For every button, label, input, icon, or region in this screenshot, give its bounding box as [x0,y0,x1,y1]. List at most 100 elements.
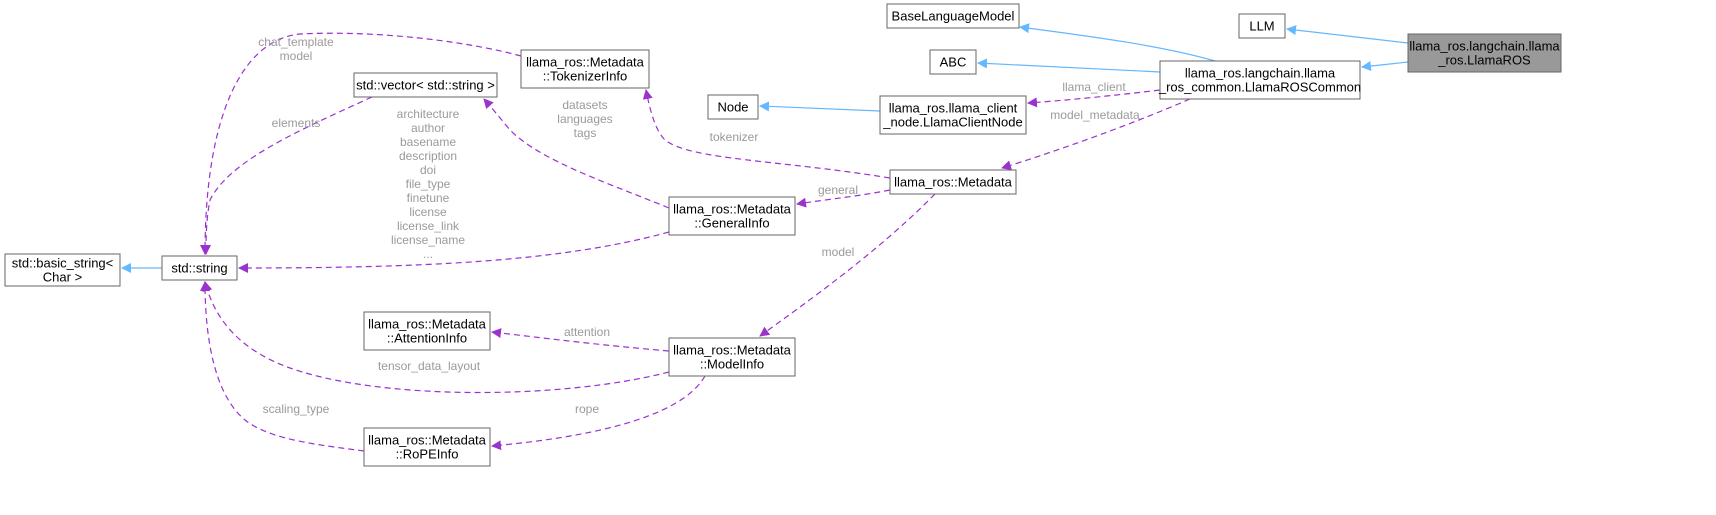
class-node-basicstring[interactable]: std::basic_string<Char > [4,253,121,287]
edge-label-line: model [280,49,313,63]
usage-edge-metadata-to-tokenizerinfo [642,89,891,179]
edge-label-ropeinfo-to-string: scaling_type [263,402,330,416]
class-node-tokenizerinfo[interactable]: llama_ros::Metadata::TokenizerInfo [520,49,650,89]
class-node-label: std::basic_string< [12,256,114,271]
class-node-label: ::RoPEInfo [396,447,459,462]
inheritance-edge-llamaros-to-llamaroscommon [1361,61,1409,71]
edge-label-modelinfo-to-attentioninfo: attention [564,325,610,339]
class-node-label: ::ModelInfo [700,357,764,372]
edge-label-line: tokenizer [710,130,759,144]
class-node-box [520,49,650,89]
edge-label-llamaroscommon-to-metadata: model_metadata [1050,108,1140,122]
class-node-box [707,94,759,120]
class-node-box [1238,13,1286,39]
class-node-label: std::vector< std::string > [356,78,495,93]
class-node-label: llama_ros::Metadata [894,175,1013,190]
inheritance-edge-llamaros-to-llm [1286,25,1409,44]
edge-label-metadata-to-tokenizerinfo: tokenizer [710,130,759,144]
edge-label-line: chat_template [258,35,334,49]
class-node-box [879,95,1027,135]
edge-label-line: llama_client [1062,80,1126,94]
edge-label-line: basename [400,135,456,149]
edge-label-line: general [818,183,858,197]
usage-edge-modelinfo-to-string [202,281,670,394]
inheritance-edge-llamaroscommon-to-abc [977,58,1161,73]
edge-label-line: scaling_type [263,402,330,416]
edge-labels-layer: llama_client model_metadata tokenizer gener… [258,35,1140,416]
class-node-metadata[interactable]: llama_ros::Metadata [889,169,1017,195]
edge-label-line: description [399,149,457,163]
class-node-box [363,311,491,351]
class-node-box [889,169,1017,195]
usage-edge-modelinfo-to-attentioninfo [491,328,670,352]
inheritance-edge-llamaclientnode-to-node [759,101,881,112]
class-node-modelinfo[interactable]: llama_ros::Metadata::ModelInfo [668,337,796,377]
class-node-llamaros[interactable]: llama_ros.langchain.llama_ros.LlamaROS [1407,33,1562,73]
edge-label-line: model [822,245,855,259]
edge-label-line: license [409,205,447,219]
edge-label-line: attention [564,325,610,339]
class-node-label: llama_ros::Metadata [526,55,645,70]
class-node-baselanguagemodel[interactable]: BaseLanguageModel [886,3,1020,29]
edge-label-metadata-to-modelinfo: model [822,245,855,259]
class-node-box [4,253,121,287]
edge-label-llamaroscommon-to-llamaclientnode: llama_client [1062,80,1126,94]
class-node-vector[interactable]: std::vector< std::string > [353,72,498,98]
class-node-label: Node [717,100,748,115]
nodes-layer: llama_ros.langchain.llama_ros.LlamaROSLL… [4,3,1562,467]
class-node-box [668,196,796,236]
edge-label-line: model_metadata [1050,108,1140,122]
class-node-label: llama_ros.langchain.llama [1409,39,1560,54]
edge-label-line: ... [423,247,433,261]
class-node-label: _ros.LlamaROS [1437,53,1531,68]
usage-edge-metadata-to-modelinfo [759,193,936,337]
edge-label-line: tags [574,126,597,140]
usage-edge-generalinfo-to-string [238,231,670,273]
edge-label-vector-to-string: elements [272,116,321,130]
class-node-box [886,3,1020,29]
class-node-box [929,49,977,75]
edge-label-line: file_type [406,177,451,191]
class-node-node[interactable]: Node [707,94,759,120]
class-node-label: ::TokenizerInfo [543,69,628,84]
edge-label-line: license_link [397,219,460,233]
usage-edge-llamaroscommon-to-metadata [1001,98,1191,171]
class-node-label: llama_ros.llama_client [889,101,1018,116]
class-node-box [353,72,498,98]
class-node-label: LLM [1249,19,1274,34]
edge-label-metadata-to-generalinfo: general [818,183,858,197]
edge-label-modelinfo-to-ropeinfo: rope [575,402,599,416]
class-node-llamaroscommon[interactable]: llama_ros.langchain.llama_ros_common.Lla… [1158,60,1361,100]
edge-label-line: languages [557,112,612,126]
edge-label-line: license_name [391,233,465,247]
class-node-box [1159,60,1361,100]
usage-edge-tokenizerinfo-to-string [200,32,522,255]
class-node-box [161,255,238,281]
class-node-box [1407,33,1562,73]
class-node-ropeinfo[interactable]: llama_ros::Metadata::RoPEInfo [363,427,491,467]
class-node-box [363,427,491,467]
edge-label-line: rope [575,402,599,416]
class-node-label: llama_ros::Metadata [673,343,792,358]
usage-edge-vector-to-string [201,96,373,255]
class-node-label: llama_ros.langchain.llama [1185,66,1336,81]
class-node-attentioninfo[interactable]: llama_ros::Metadata::AttentionInfo [363,311,491,351]
class-node-label: std::string [171,261,227,276]
class-node-abc[interactable]: ABC [929,49,977,75]
usage-edge-metadata-to-generalinfo [796,189,891,208]
class-node-llm[interactable]: LLM [1238,13,1286,39]
edge-label-line: author [411,121,445,135]
edge-label-line: tensor_data_layout [378,359,481,373]
edge-label-line: doi [420,163,436,177]
class-node-generalinfo[interactable]: llama_ros::Metadata::GeneralInfo [668,196,796,236]
class-node-label: _ros_common.LlamaROSCommon [1158,80,1361,95]
class-node-string[interactable]: std::string [161,255,238,281]
class-node-label: llama_ros::Metadata [673,202,792,217]
edge-label-line: elements [272,116,321,130]
usage-edge-ropeinfo-to-string [200,281,365,452]
class-node-llamaclientnode[interactable]: llama_ros.llama_client_node.LlamaClientN… [879,95,1027,135]
class-node-label: BaseLanguageModel [892,9,1015,24]
class-node-label: llama_ros::Metadata [368,317,487,332]
